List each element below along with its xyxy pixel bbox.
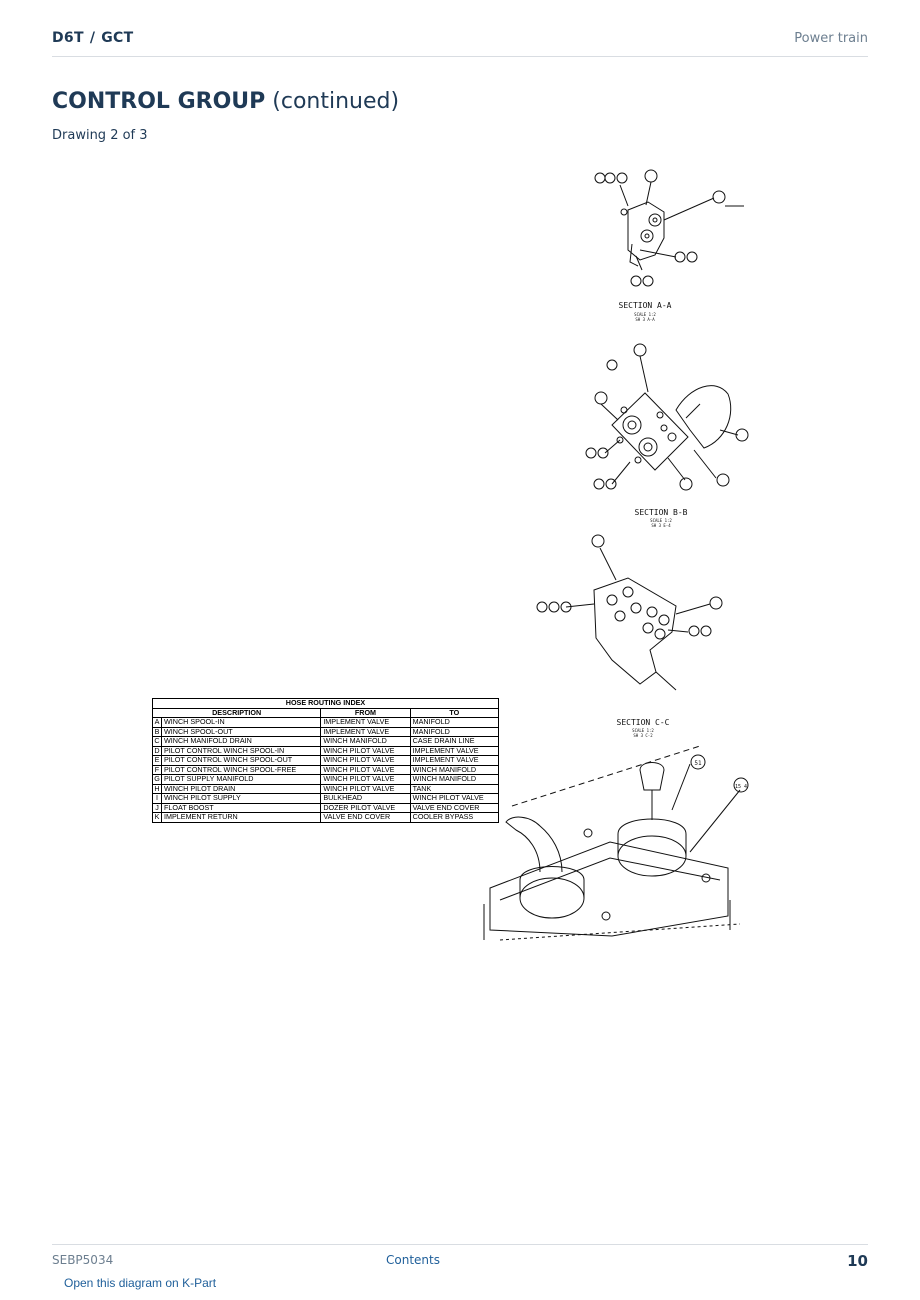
section-c-c-scale: SCALE 1:2 bbox=[632, 728, 654, 733]
page-title: CONTROL GROUP (continued) bbox=[52, 89, 399, 114]
section-b-b-view bbox=[585, 343, 749, 491]
row-description: PILOT CONTROL WINCH SPOOL-OUT bbox=[160, 755, 322, 766]
section-a-a-scale: SCALE 1:2 bbox=[634, 312, 656, 317]
section-b-b-scale: SCALE 1:2 bbox=[650, 518, 672, 523]
row-to: WINCH MANIFOLD bbox=[409, 774, 500, 785]
row-description: IMPLEMENT RETURN bbox=[160, 812, 322, 823]
section-b-b-ref: SH 3 E-4 bbox=[651, 523, 671, 528]
page-number: 10 bbox=[847, 1252, 868, 1270]
callout-51: 51 bbox=[694, 760, 702, 767]
footer-divider bbox=[52, 1244, 868, 1245]
joystick-assembly-view bbox=[483, 745, 749, 941]
row-to: COOLER BYPASS bbox=[409, 812, 500, 823]
section-c-c-label: SECTION C-C bbox=[617, 718, 670, 727]
contents-link[interactable]: Contents bbox=[386, 1253, 440, 1267]
row-from: IMPLEMENT VALVE bbox=[320, 717, 411, 728]
row-from: VALVE END COVER bbox=[320, 812, 411, 823]
row-description: WINCH SPOOL-IN bbox=[160, 717, 322, 728]
hose-routing-index-table: HOSE ROUTING INDEX DESCRIPTION FROM TO A… bbox=[151, 698, 500, 823]
section-a-a-view bbox=[594, 169, 744, 287]
parts-diagram: SECTION A-A SCALE 1:2 SH 3 A-A SECTION B… bbox=[483, 169, 749, 941]
row-key: I bbox=[152, 793, 162, 804]
document-number: SEBP5034 bbox=[52, 1253, 114, 1267]
row-description: PILOT SUPPLY MANIFOLD bbox=[160, 774, 322, 785]
system-code: GCT bbox=[101, 30, 134, 46]
title-continued: (continued) bbox=[272, 89, 400, 114]
row-from: WINCH PILOT VALVE bbox=[320, 774, 411, 785]
row-to: MANIFOLD bbox=[409, 717, 500, 728]
callout-15-4: 15 4 bbox=[735, 784, 747, 790]
row-key: K bbox=[152, 812, 162, 823]
section-c-c-view bbox=[536, 534, 723, 691]
open-kpart-link[interactable]: Open this diagram on K-Part bbox=[64, 1276, 217, 1290]
section-a-a-label: SECTION A-A bbox=[619, 301, 672, 310]
row-description: WINCH PILOT SUPPLY bbox=[160, 793, 322, 804]
breadcrumb: D6T / GCT bbox=[52, 30, 133, 46]
page-header: D6T / GCT Power train bbox=[52, 28, 868, 57]
row-key: C bbox=[152, 736, 162, 747]
row-from: WINCH PILOT VALVE bbox=[320, 755, 411, 766]
row-key: E bbox=[152, 755, 162, 766]
section-a-a-ref: SH 3 A-A bbox=[635, 317, 655, 322]
table-caption: HOSE ROUTING INDEX bbox=[152, 698, 499, 709]
row-description: WINCH MANIFOLD DRAIN bbox=[160, 736, 322, 747]
row-key: A bbox=[152, 717, 162, 728]
section-b-b-label: SECTION B-B bbox=[635, 508, 688, 517]
row-key: G bbox=[152, 774, 162, 785]
title-main: CONTROL GROUP bbox=[52, 89, 266, 114]
row-from: WINCH MANIFOLD bbox=[320, 736, 411, 747]
row-from: BULKHEAD bbox=[320, 793, 411, 804]
row-to: WINCH PILOT VALVE bbox=[409, 793, 500, 804]
drawing-subtitle: Drawing 2 of 3 bbox=[52, 128, 148, 143]
model-name: D6T bbox=[52, 30, 84, 46]
section-name: Power train bbox=[794, 31, 868, 46]
row-to: IMPLEMENT VALVE bbox=[409, 755, 500, 766]
row-to: CASE DRAIN LINE bbox=[409, 736, 500, 747]
breadcrumb-separator: / bbox=[89, 30, 96, 46]
section-c-c-ref: SH 3 C-2 bbox=[633, 733, 653, 738]
